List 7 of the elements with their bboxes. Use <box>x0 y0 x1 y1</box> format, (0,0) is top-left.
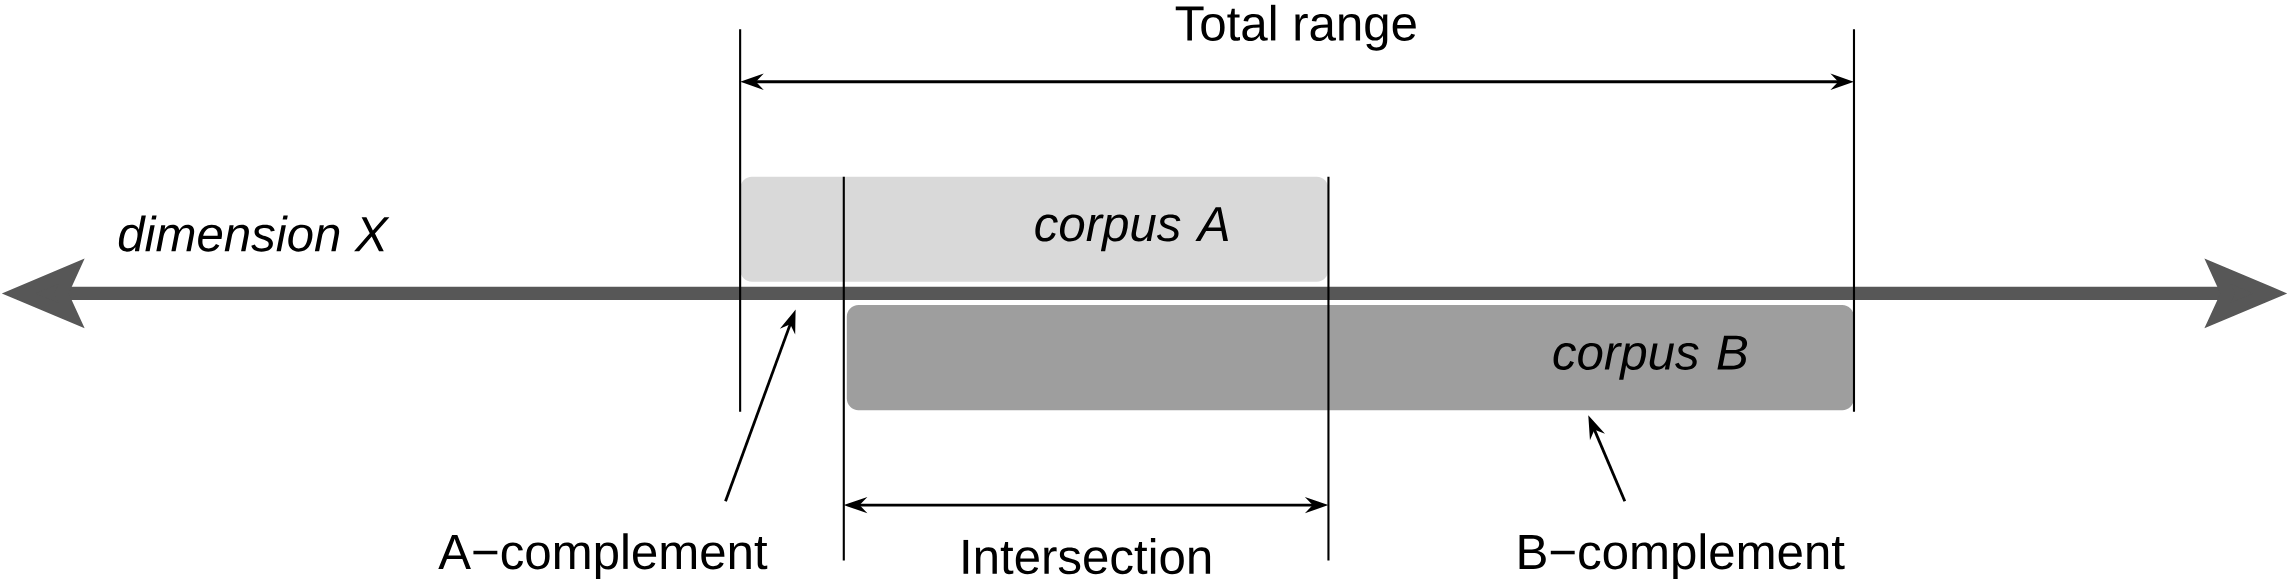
dimension-label: Intersection <box>963 538 1211 575</box>
dimension-label: Total range <box>1175 4 1416 51</box>
corpus-box: corpus A <box>740 176 1329 282</box>
corpus-box: corpus B <box>846 305 1854 411</box>
callout-text: A−complement <box>438 533 768 580</box>
axis-label: dimension X <box>118 215 390 252</box>
callout-text: B−complement <box>1519 533 1845 580</box>
